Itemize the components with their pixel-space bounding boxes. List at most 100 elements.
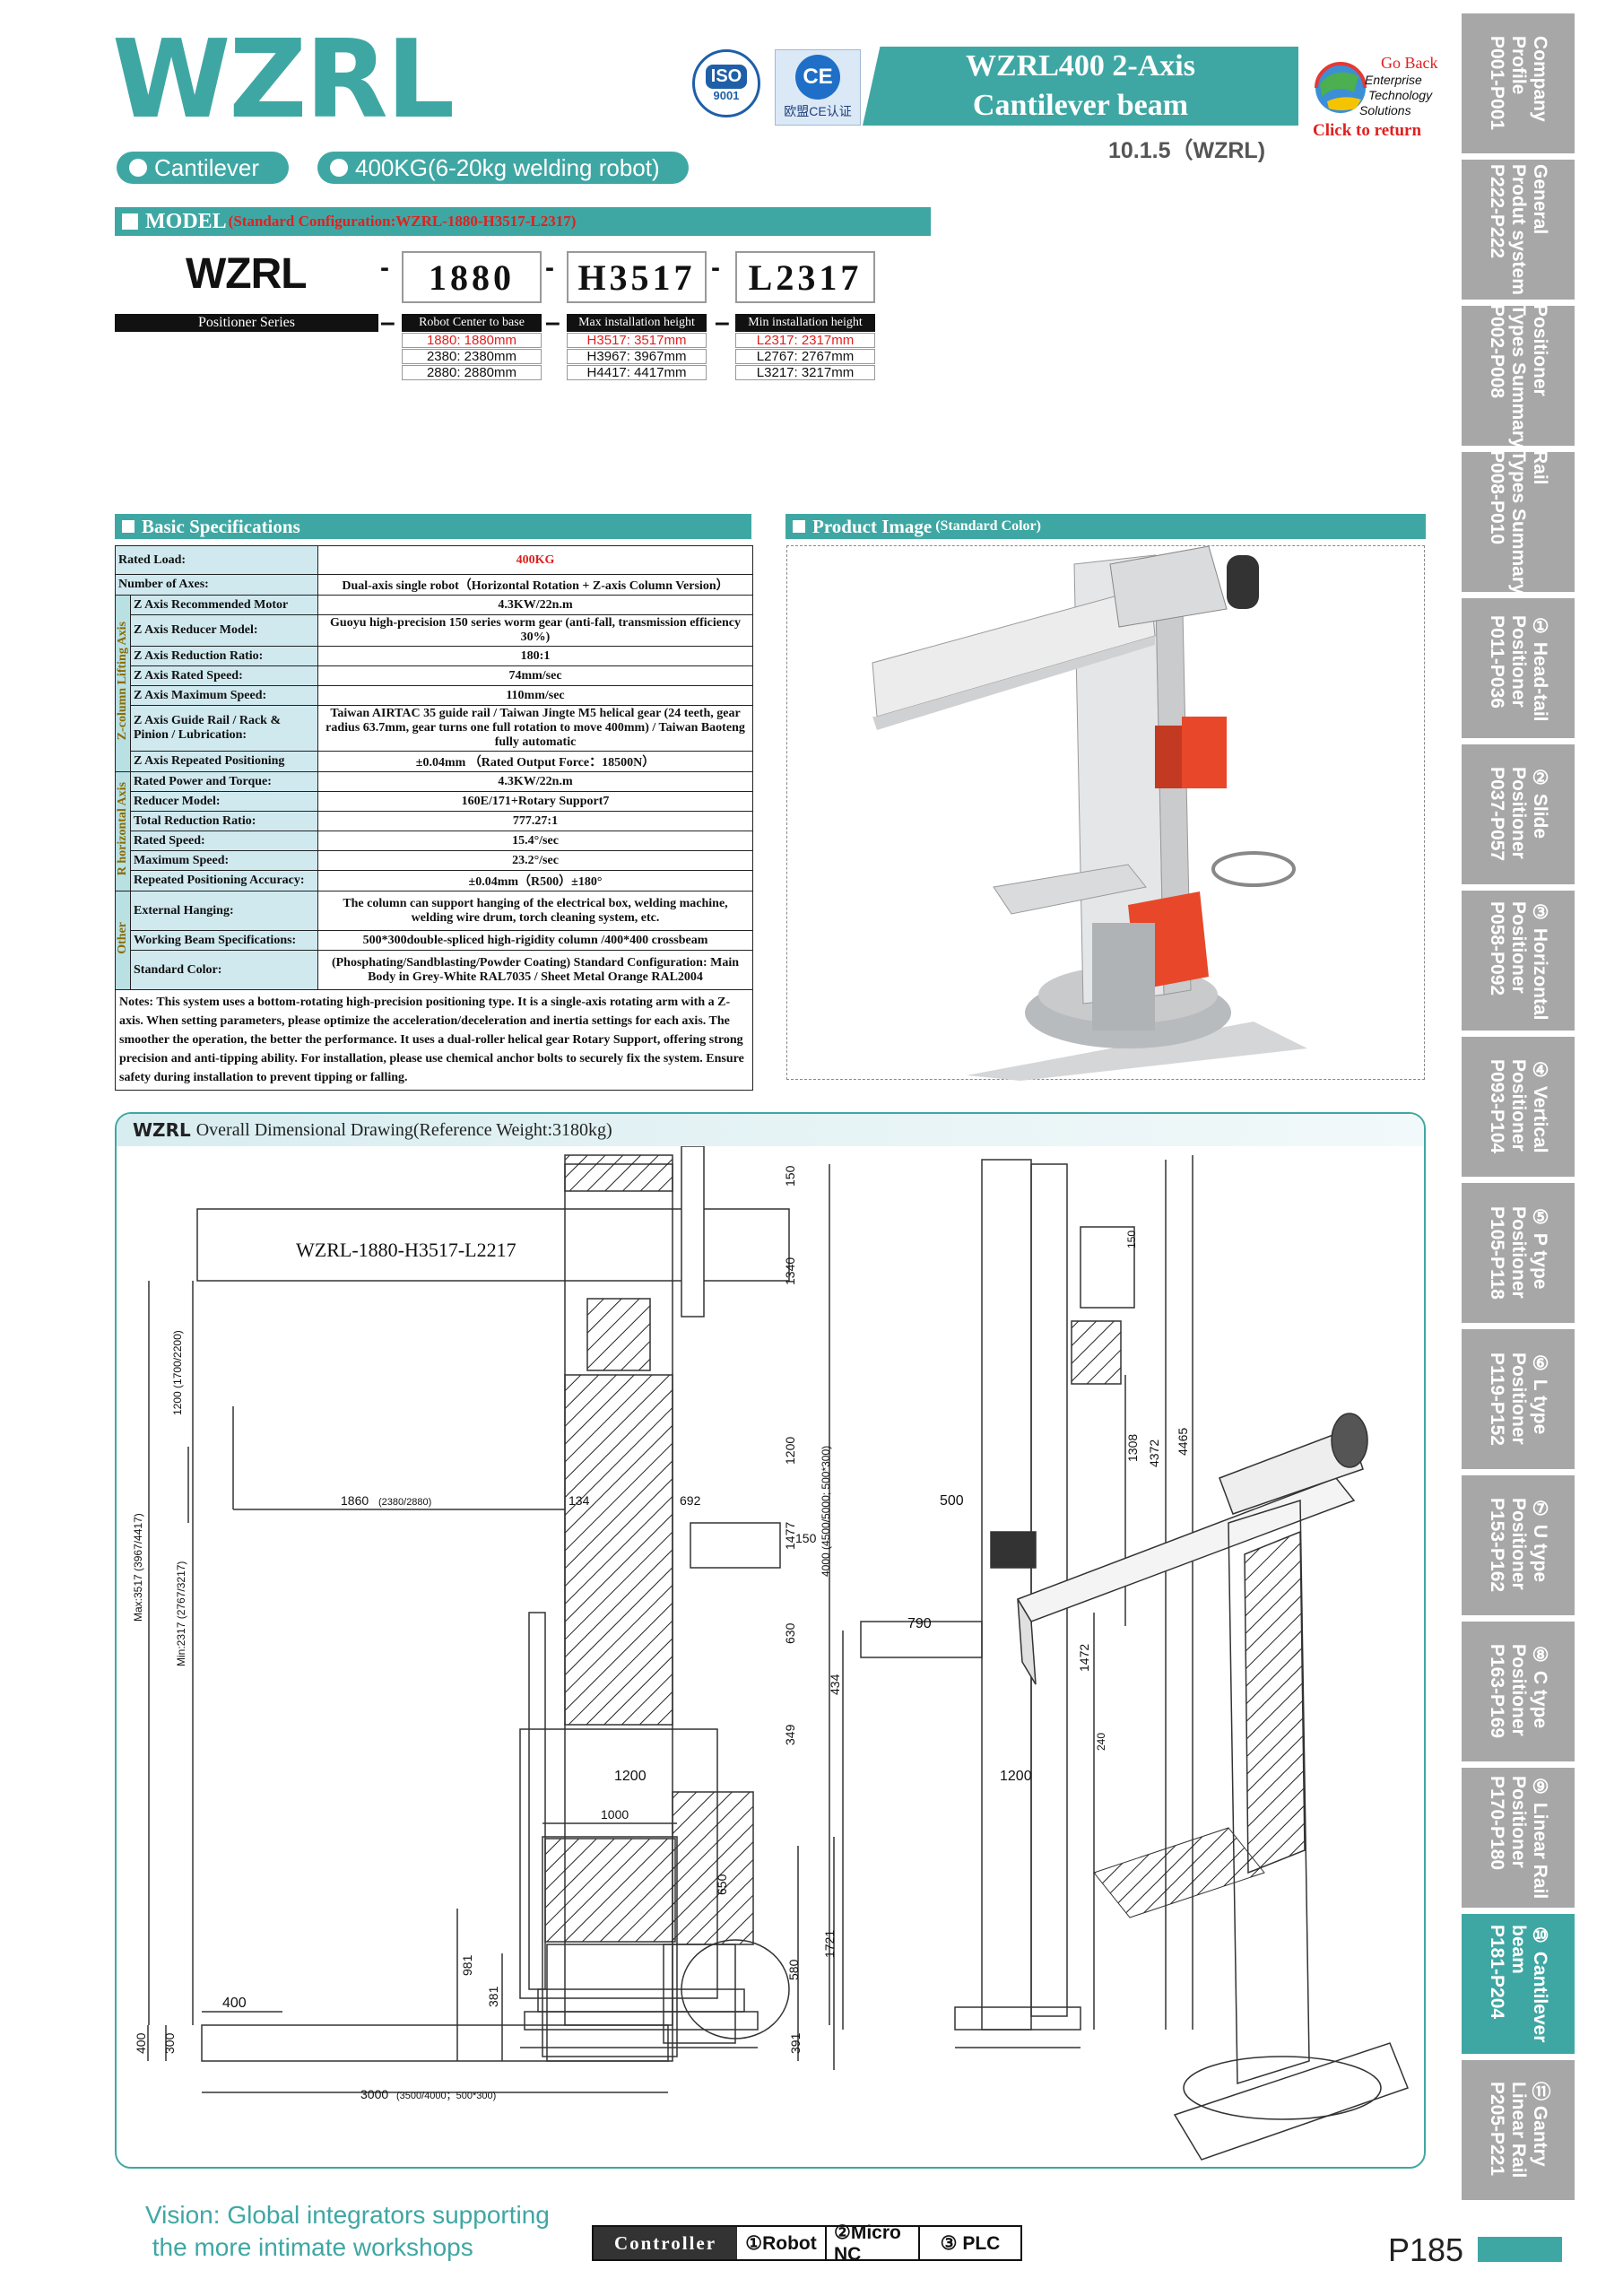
- title-line2: Cantilever beam: [972, 89, 1189, 122]
- spec-key: Z Axis Reducer Model:: [130, 614, 318, 647]
- model-prefix: WZRL: [186, 250, 308, 298]
- square-icon: [122, 213, 138, 230]
- page-number-bar: [1478, 2237, 1562, 2262]
- spec-value: Taiwan AIRTAC 35 guide rail / Taiwan Jin…: [317, 705, 753, 752]
- table-row: Z Axis Guide Rail / Rack & Pinion / Lubr…: [116, 705, 753, 752]
- dim-label: Max:3517 (3967/4417): [132, 1513, 144, 1622]
- spec-value: ±0.04mm（R500）±180°: [317, 870, 753, 891]
- group-label: Other: [115, 891, 131, 990]
- product-image-heading: Product Image: [812, 515, 933, 537]
- nav-tab-general-system[interactable]: General Produt system P222-P222: [1462, 160, 1575, 300]
- drawing-header: WZRL Overall Dimensional Drawing(Referen…: [117, 1114, 1424, 1146]
- table-row: Z Axis Maximum Speed:110mm/sec: [116, 685, 753, 706]
- nav-tab-horizontal[interactable]: ③ Horizontal Positioner P058-P092: [1462, 891, 1575, 1031]
- dim-label: 150: [795, 1531, 817, 1545]
- pill-label: 400KG(6-20kg welding robot): [355, 153, 660, 181]
- table-row: Notes: This system uses a bottom-rotatin…: [115, 989, 753, 1091]
- pill-dot-icon: [330, 159, 348, 177]
- nav-tab-positioner-summary[interactable]: Positioner Types Summary P002-P008: [1462, 304, 1575, 448]
- nav-tab-rail-summary[interactable]: Rail Types Summary P008-P010: [1462, 450, 1575, 594]
- nav-tab-u-type[interactable]: ⑦ U type Positioner P153-P162: [1462, 1475, 1575, 1615]
- nav-tab-head-tail[interactable]: ① Head-tail Positioner P011-P036: [1462, 598, 1575, 738]
- spec-value: Guoyu high-precision 150 series worm gea…: [317, 614, 753, 647]
- dim-label: 1200 (1700/2200): [171, 1330, 184, 1415]
- dash-separator: –: [715, 308, 730, 337]
- spec-value: 15.4°/sec: [317, 831, 753, 851]
- logo-line-1: Enterprise: [1365, 73, 1422, 87]
- spec-key: Rated Load:: [115, 545, 318, 575]
- nav-tab-company-profile[interactable]: Company Profile P001-P001: [1462, 13, 1575, 153]
- spec-key: Z Axis Reduction Ratio:: [130, 646, 318, 666]
- nav-tab-slide[interactable]: ② Slide Positioner P037-P057: [1462, 744, 1575, 884]
- spec-value: (Phosphating/Sandblasting/Powder Coating…: [317, 950, 753, 990]
- model-heading: MODEL: [145, 209, 227, 233]
- table-row: Z Axis Rated Speed:74mm/sec: [116, 665, 753, 686]
- group-label: Z-column Lifting Axis: [115, 595, 131, 772]
- spec-key: Z Axis Guide Rail / Rack & Pinion / Lubr…: [130, 705, 318, 752]
- model-option: L2317: 2317mm: [735, 333, 875, 348]
- table-row: Rated Speed:15.4°/sec: [116, 831, 753, 851]
- spec-key: Z Axis Recommended Motor: [130, 595, 318, 615]
- dimensional-drawing: WZRL-1880-H3517-L2217 150 1340 1200 150 …: [132, 1146, 1409, 2161]
- spec-key: Working Beam Specifications:: [130, 930, 318, 951]
- spec-key: Repeated Positioning Accuracy:: [130, 870, 318, 891]
- dim-label: 3000: [360, 2087, 388, 2101]
- model-option: H4417: 4417mm: [567, 365, 707, 380]
- controller-robot[interactable]: ①Robot: [745, 2232, 817, 2254]
- dimensional-drawing-panel: WZRL Overall Dimensional Drawing(Referen…: [115, 1112, 1426, 2169]
- table-row: Maximum Speed:23.2°/sec: [116, 850, 753, 871]
- globe-icon: [1315, 62, 1367, 113]
- model-code-box: 1880: [402, 251, 542, 303]
- group-label: R horizontal Axis: [115, 771, 131, 891]
- load-pill: 400KG(6-20kg welding robot): [317, 152, 689, 184]
- dash-separator: -: [545, 253, 554, 283]
- iso-label: ISO: [705, 65, 748, 89]
- product-image-note: (Standard Color): [935, 518, 1041, 534]
- nav-tab-l-type[interactable]: ⑥ L type Positioner P119-P152: [1462, 1329, 1575, 1469]
- spec-key: External Hanging:: [130, 891, 318, 931]
- dim-label: 400: [222, 1996, 247, 2011]
- nav-tab-c-type[interactable]: ⑧ C type Positioner P163-P169: [1462, 1622, 1575, 1761]
- table-row: Standard Color:(Phosphating/Sandblasting…: [116, 950, 753, 990]
- square-icon: [793, 520, 805, 533]
- controller-bar: Controller ①Robot ②Micro NC ③ PLC: [592, 2222, 1022, 2265]
- controller-micro-nc[interactable]: ②Micro NC: [825, 2222, 918, 2265]
- nav-tab-gantry-linear-rail[interactable]: ⑪ Gantry Linear Rail P205-P221: [1462, 2060, 1575, 2200]
- spec-key: Standard Color:: [130, 950, 318, 990]
- nav-tab-vertical[interactable]: ④ Vertical Positioner P093-P104: [1462, 1037, 1575, 1177]
- dim-label: 790: [907, 1616, 932, 1631]
- dim-label: 400: [134, 2032, 148, 2054]
- pill-dot-icon: [129, 159, 147, 177]
- spec-key: Z Axis Maximum Speed:: [130, 685, 318, 706]
- nav-tab-cantilever-beam[interactable]: ⑩ Cantilever beam P181-P204: [1462, 1914, 1575, 2054]
- dim-label: 1860: [341, 1493, 369, 1508]
- dim-label: 349: [783, 1724, 797, 1745]
- pill-label: Cantilever: [154, 153, 260, 181]
- model-option: L3217: 3217mm: [735, 365, 875, 380]
- spec-key: Rated Speed:: [130, 831, 318, 851]
- drawing-heading-prefix: WZRL: [133, 1119, 191, 1141]
- table-row: Z Axis Reducer Model:Guoyu high-precisio…: [116, 614, 753, 647]
- model-option: 2380: 2380mm: [402, 349, 542, 364]
- drawing-heading: Overall Dimensional Drawing(Reference We…: [195, 1119, 612, 1140]
- logo-line-3: Solutions: [1359, 103, 1411, 117]
- controller-plc[interactable]: ③ PLC: [918, 2227, 1020, 2259]
- nav-tab-linear-rail[interactable]: ⑨ Linear Rail Positioner P170-P180: [1462, 1768, 1575, 1908]
- specs-table: Rated Load:400KG Number of Axes:Dual-axi…: [115, 545, 753, 1091]
- spec-value: 400KG: [317, 545, 753, 575]
- go-back-button[interactable]: Go Back Enterprise Technology Solutions …: [1309, 49, 1448, 144]
- model-code-label: Min installation height: [735, 314, 875, 332]
- dim-label: 150: [783, 1165, 797, 1187]
- spec-value: 4.3KW/22n.m: [317, 771, 753, 792]
- right-nav-tabs: Company Profile P001-P001 General Produt…: [1462, 13, 1575, 2206]
- nav-tab-p-type[interactable]: ⑤ P type Positioner P105-P118: [1462, 1183, 1575, 1323]
- model-code-label: Max installation height: [567, 314, 707, 332]
- spec-notes: Notes: This system uses a bottom-rotatin…: [115, 989, 753, 1091]
- dim-label: 500: [940, 1493, 964, 1509]
- model-subcode: 10.1.5（WZRL): [1108, 138, 1266, 163]
- model-code-box: L2317: [735, 251, 875, 303]
- table-row: Repeated Positioning Accuracy:±0.04mm（R5…: [116, 870, 753, 891]
- specs-heading: Basic Specifications: [142, 515, 300, 537]
- dim-label: 4372: [1147, 1439, 1161, 1467]
- model-code-column: H3517 Max installation height H3517: 351…: [567, 251, 707, 380]
